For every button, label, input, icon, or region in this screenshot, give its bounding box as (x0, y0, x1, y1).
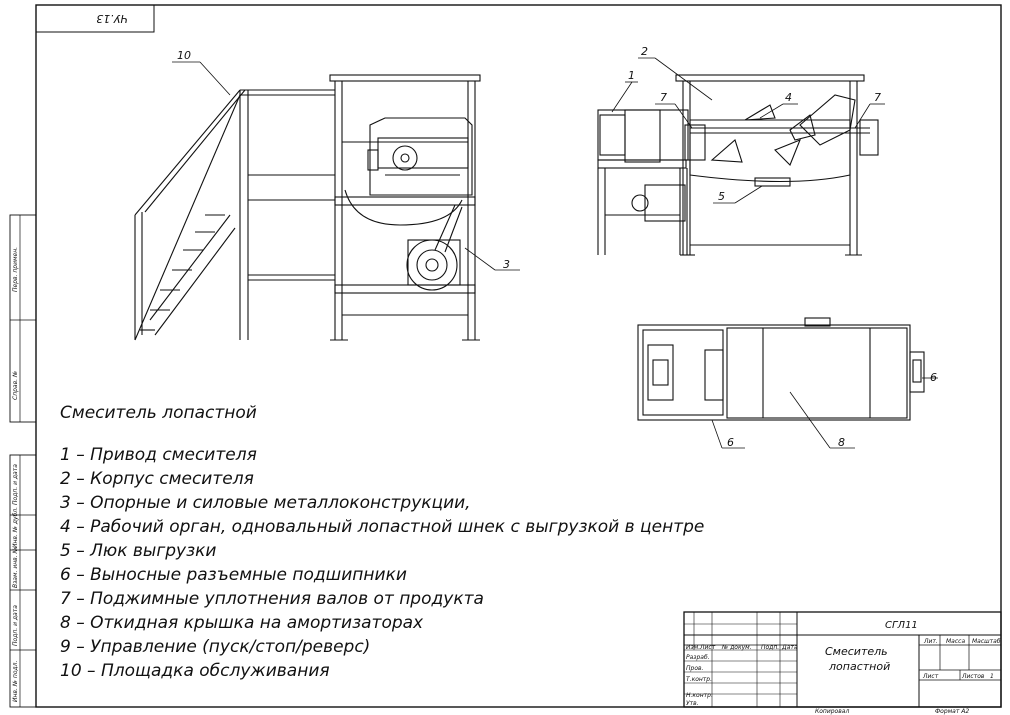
legend: Смеситель лопастной 1 – Привод смесителя… (60, 403, 704, 681)
callout-4: 4 (785, 91, 792, 104)
side-label-5: Инв. № подл. (12, 661, 19, 702)
callout-10: 10 (177, 49, 191, 62)
side-stamp: Подп. и дата Инв. № дубл. Взам. инв. № П… (12, 247, 19, 702)
mixer-top-view (637, 317, 925, 421)
callout-6-bottom: 6 (727, 436, 734, 449)
callout-7-left: 7 (660, 91, 667, 104)
header-mass: Масса (946, 638, 965, 645)
legend-item-7: 7 – Поджимные уплотнения валов от продук… (60, 589, 484, 609)
col-izm: Изм. (686, 644, 700, 651)
sheet-frame (9, 4, 1002, 708)
legend-item-1: 1 – Привод смесителя (60, 445, 257, 465)
product-name-line1: Смеситель (825, 645, 888, 658)
col-list: Лист (699, 644, 716, 651)
side-label-4: Подп. и дата (12, 605, 19, 646)
row-nkontr: Н.контр. (686, 692, 713, 699)
callout-1: 1 (628, 69, 635, 82)
sheet-label: Лист (922, 673, 939, 680)
leader-lines (172, 57, 938, 449)
mixer-side-view (134, 74, 481, 341)
callout-5: 5 (718, 190, 725, 203)
col-doc: № докум. (721, 644, 752, 651)
col-podp: Подп. (761, 644, 779, 651)
row-prov: Пров. (686, 665, 704, 672)
legend-item-2: 2 – Корпус смесителя (60, 469, 254, 489)
sheets-label: Листов (961, 673, 985, 680)
legend-item-6: 6 – Выносные разъемные подшипники (60, 565, 407, 585)
format-size-label: Формат А2 (935, 708, 969, 715)
document-code: СГЛ11 (885, 620, 918, 631)
side-label-2: Инв. № дубл. (12, 507, 19, 548)
col-data: Дата (781, 644, 798, 651)
side-label-3: Взам. инв. № (12, 547, 19, 588)
header-lit: Лит. (923, 638, 938, 645)
legend-item-8: 8 – Откидная крышка на амортизаторах (60, 613, 424, 633)
legend-item-4: 4 – Рабочий орган, одновальный лопастной… (60, 517, 704, 537)
row-razrab: Разраб. (686, 654, 710, 661)
title-block-text: СГЛ11 Смеситель лопастной Изм. Лист № до… (686, 620, 1001, 707)
legend-item-5: 5 – Люк выгрузки (60, 541, 216, 561)
row-utv: Утв. (686, 700, 699, 707)
sheets-value: 1 (990, 673, 994, 680)
callout-6-right: 6 (930, 371, 937, 384)
side-label-6: Справ. № (12, 371, 19, 400)
callout-7-right: 7 (874, 91, 881, 104)
copied-label: Копировал (815, 708, 849, 715)
header-scale: Масштаб (972, 638, 1001, 645)
legend-title: Смеситель лопастной (60, 403, 257, 423)
legend-item-10: 10 – Площадка обслуживания (60, 661, 330, 681)
callout-3: 3 (503, 258, 510, 271)
side-label-1: Подп. и дата (12, 464, 19, 505)
legend-item-9: 9 – Управление (пуск/стоп/реверс) (60, 637, 370, 657)
mixer-front-view (597, 74, 879, 256)
row-tkontr: Т.контр. (686, 676, 712, 683)
title-block (683, 611, 1002, 708)
callout-8: 8 (838, 436, 845, 449)
legend-item-3: 3 – Опорные и силовые металлоконструкции… (60, 493, 471, 513)
callout-2: 2 (641, 45, 648, 58)
product-name-line2: лопастной (828, 660, 890, 673)
corner-stamp: ЧУ.13 (96, 12, 128, 25)
side-label-7: Перв. примен. (12, 247, 19, 292)
